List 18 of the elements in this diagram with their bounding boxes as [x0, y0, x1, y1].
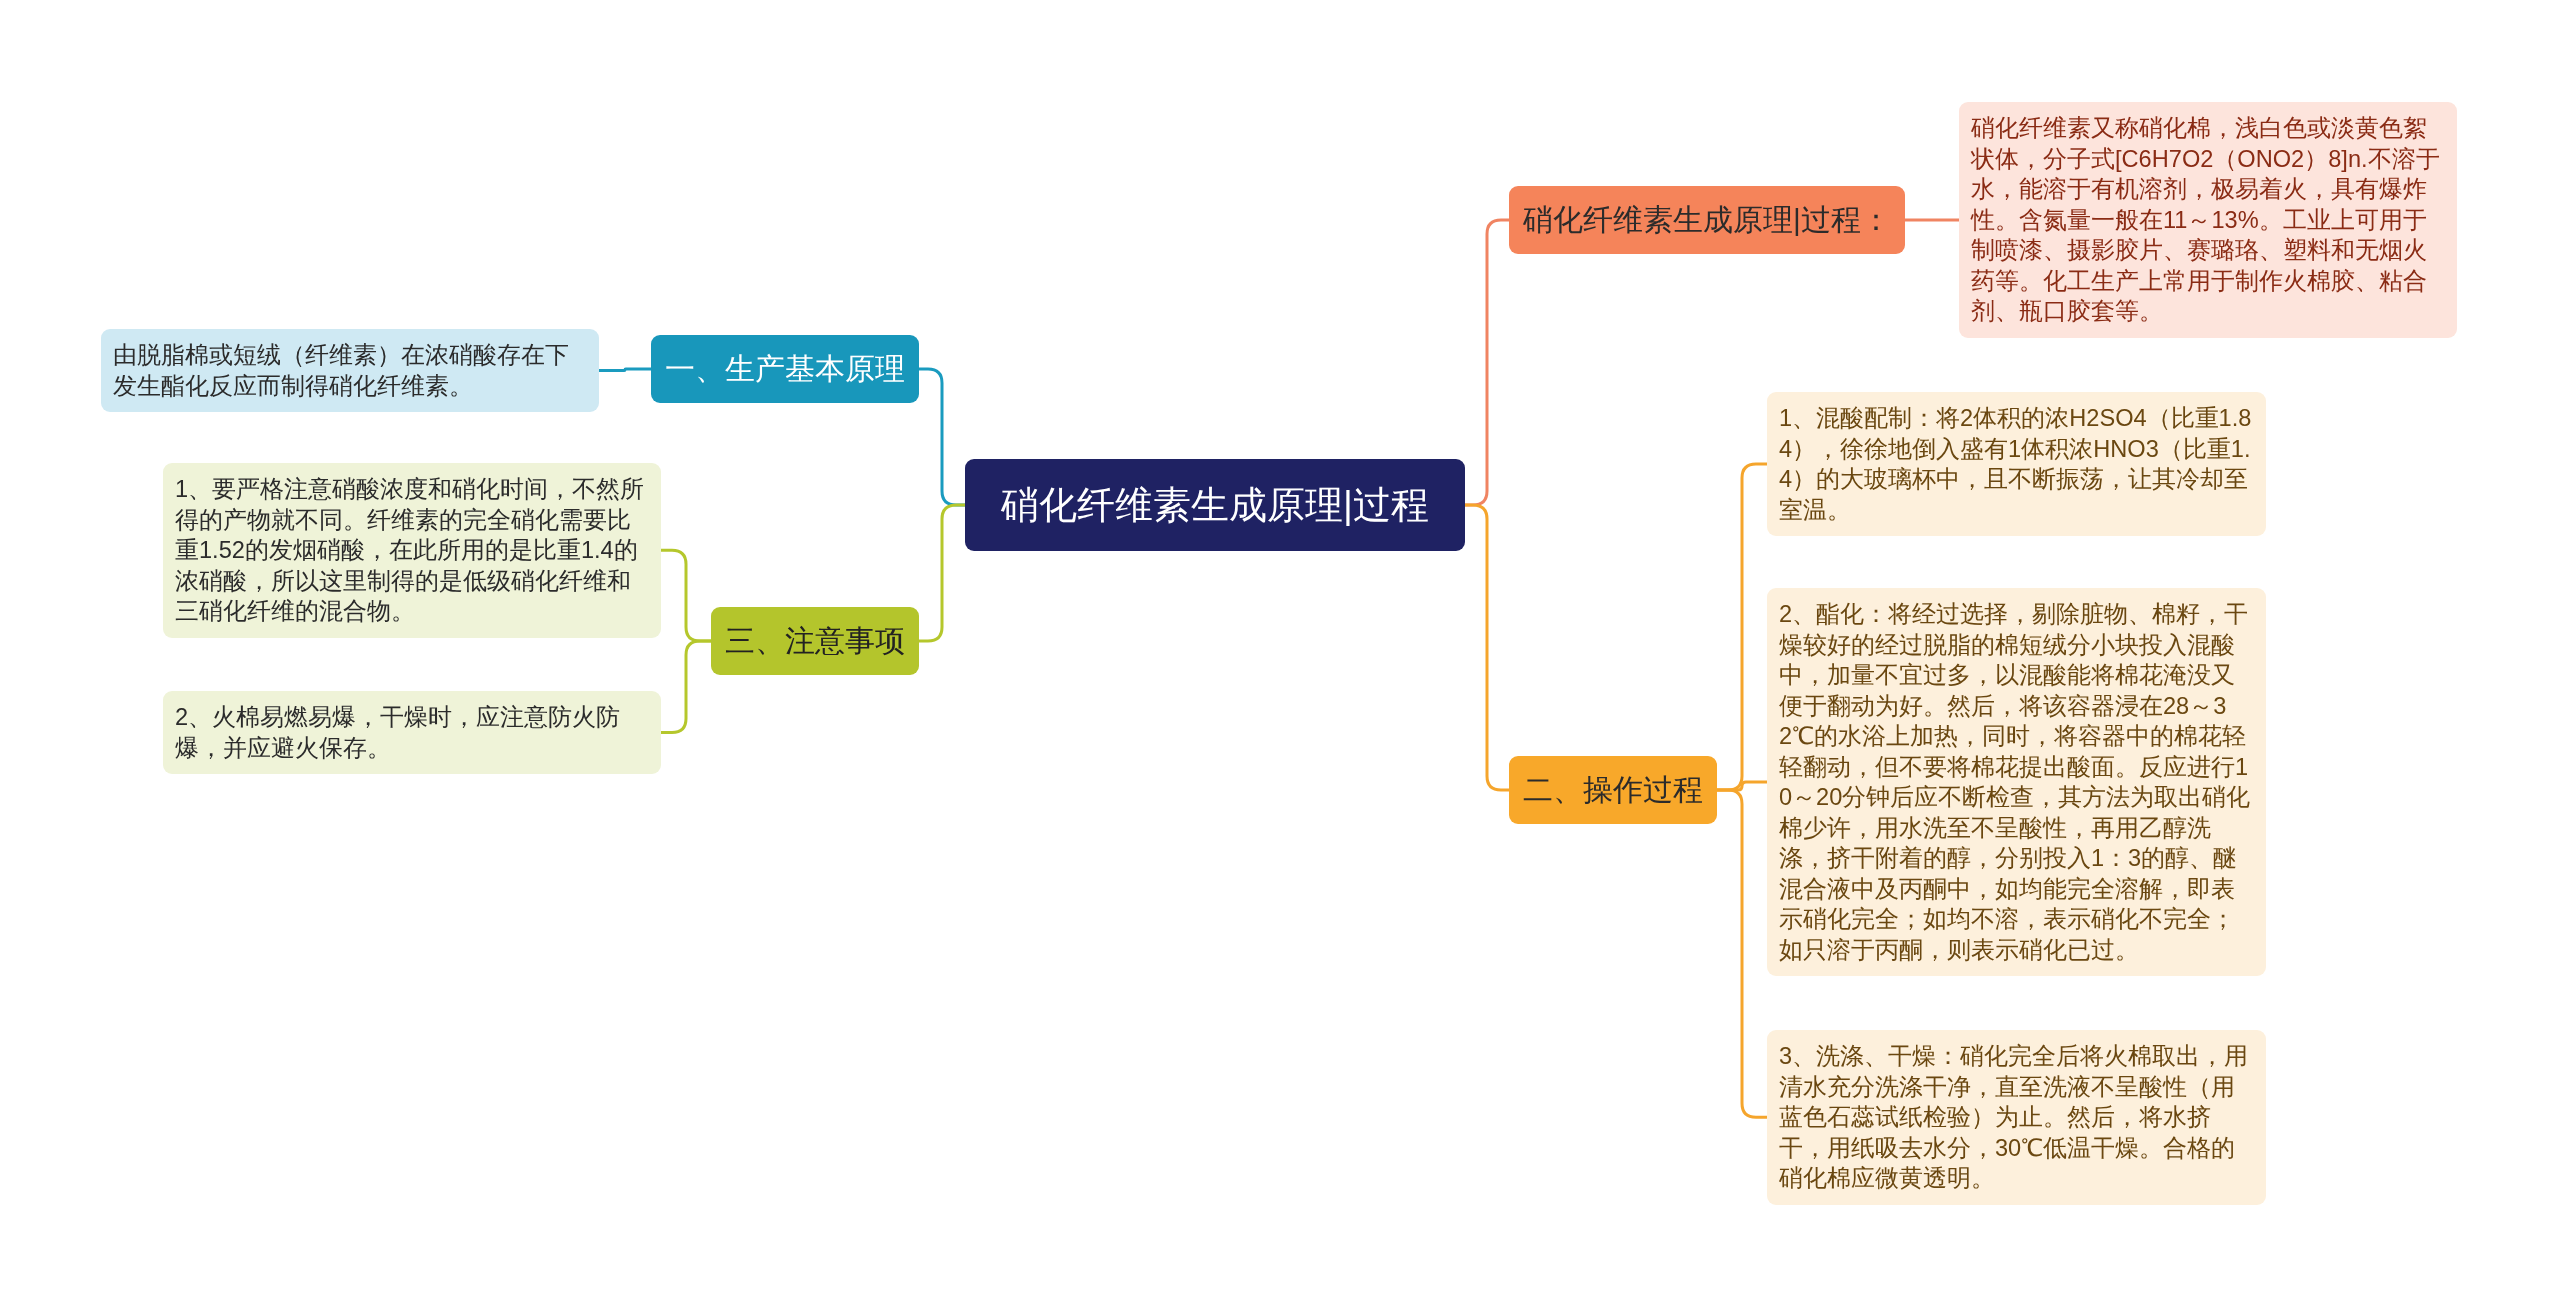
branch-topic-box: 三、注意事项	[711, 607, 919, 675]
connector-line	[1904, 218, 1959, 222]
branch-topic-box: 二、操作过程	[1509, 756, 1717, 824]
note-box: 1、混酸配制：将2体积的浓H2SO4（比重1.84），徐徐地倒入盛有1体积浓HNO3（比重1.4）的大玻璃杯中，且不断振荡，让其冷却至室温。	[1767, 392, 2266, 536]
branch-topic-box: 硝化纤维素生成原理|过程：	[1509, 186, 1905, 254]
note-box: 1、要严格注意硝酸浓度和硝化时间，不然所得的产物就不同。纤维素的完全硝化需要比重1.52的发烟硝酸，在此所用的是比重1.4的浓硝酸，所以这里制得的是低级硝化纤维和三硝化纤维的混合物。	[163, 463, 661, 638]
note-box: 2、火棉易燃易爆，干燥时，应注意防火防爆，并应避火保存。	[163, 691, 661, 774]
connector-line	[919, 503, 965, 643]
connector-line	[1717, 788, 1767, 1119]
note-box: 硝化纤维素又称硝化棉，浅白色或淡黄色絮状体，分子式[C6H7O2（ONO2）8]n.不溶于水，能溶于有机溶剂，极易着火，具有爆炸性。含氮量一般在11～13%。工业上可用于制喷漆、摄影胶片、赛璐珞、塑料和无烟火药等。化工生产上常用于制作火棉胶、粘合剂、瓶口胶套等。	[1959, 102, 2457, 338]
branch-topic-box: 一、生产基本原理	[651, 335, 919, 403]
note-box: 由脱脂棉或短绒（纤维素）在浓硝酸存在下发生酯化反应而制得硝化纤维素。	[101, 329, 599, 412]
connector-line	[599, 367, 651, 372]
connector-line	[661, 639, 711, 734]
connector-line	[1465, 503, 1509, 792]
note-box: 2、酯化：将经过选择，剔除脏物、棉籽，干燥较好的经过脱脂的棉短绒分小块投入混酸中，加量不宜过多，以混酸能将棉花淹没又便于翻动为好。然后，将该容器浸在28～32℃的水浴上加热，同时，将容器中的棉花轻轻翻动，但不要将棉花提出酸面。反应进行10～20分钟后应不断检查，其方法为取出硝化棉少许，用水洗至不呈酸性，再用乙醇洗涤，挤干附着的醇，分别投入1：3的醇、醚混合液中及丙酮中，如均能完全溶解，即表示硝化完全；如均不溶，表示硝化不完全；如只溶于丙酮，则表示硝化已过。	[1767, 588, 2266, 976]
note-box: 3、洗涤、干燥：硝化完全后将火棉取出，用清水充分洗涤干净，直至洗液不呈酸性（用蓝色石蕊试纸检验）为止。然后，将水挤干，用纸吸去水分，30℃低温干燥。合格的硝化棉应微黄透明。	[1767, 1030, 2266, 1205]
central-topic-box: 硝化纤维素生成原理|过程	[965, 459, 1465, 551]
